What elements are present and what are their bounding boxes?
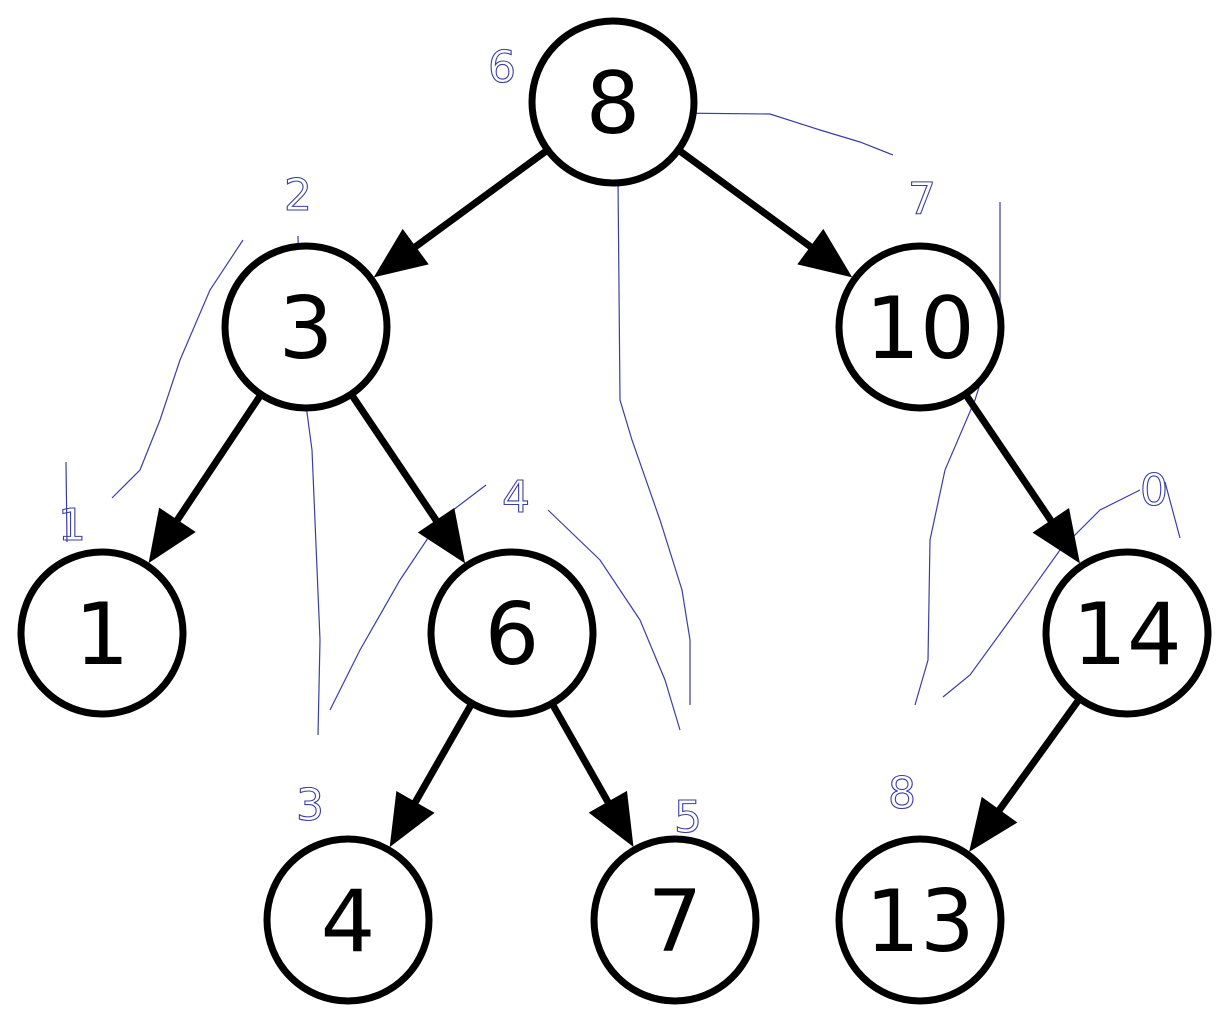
tree-node-7: 7	[590, 835, 760, 1005]
sketch-stroke	[605, 119, 691, 705]
node-label: 13	[865, 872, 974, 972]
node-label: 4	[321, 872, 376, 972]
node-label: 1	[75, 585, 130, 685]
arrowhead	[588, 790, 634, 847]
sketch-stroke	[111, 239, 244, 499]
sketch-number: 1	[58, 500, 86, 551]
arrowhead	[797, 228, 853, 278]
sketch-stroke	[65, 461, 68, 543]
node-circle	[835, 835, 1005, 1005]
edge-n6-n4	[389, 701, 475, 848]
sketch-number: 2	[284, 170, 312, 221]
tree-node-14: 14	[1042, 548, 1212, 718]
arrowhead	[969, 796, 1018, 852]
sketch-number: 4	[502, 472, 530, 523]
node-label: 14	[1072, 585, 1181, 685]
node-circle	[1042, 548, 1212, 718]
node-circle	[528, 17, 698, 187]
edge-line	[676, 147, 816, 252]
tree-node-3: 3	[221, 242, 391, 412]
arrowhead	[417, 507, 466, 564]
tree-node-1: 1	[17, 548, 187, 718]
arrowhead	[148, 507, 196, 564]
tree-node-4: 4	[263, 835, 433, 1005]
sketch-stroke	[667, 112, 894, 156]
edge-n8-n10	[676, 147, 853, 278]
node-circle	[590, 835, 760, 1005]
node-circle	[17, 548, 187, 718]
tree-node-10: 10	[835, 242, 1005, 412]
edge-n6-n7	[548, 701, 634, 847]
edge-line	[410, 147, 550, 252]
edge-line	[348, 392, 442, 526]
tree-node-13: 13	[835, 835, 1005, 1005]
edge-line	[410, 701, 475, 808]
sketch-stroke	[329, 484, 487, 711]
tree-node-6: 6	[427, 548, 597, 718]
edge-n3-n6	[348, 392, 466, 564]
edge-line	[994, 696, 1083, 815]
arrowhead	[373, 228, 429, 278]
node-label: 3	[279, 279, 334, 379]
node-circle	[835, 242, 1005, 412]
node-label: 6	[485, 585, 540, 685]
node-circle	[427, 548, 597, 718]
sketch-number: 5	[674, 792, 702, 843]
node-label: 8	[586, 54, 641, 154]
node-label: 7	[648, 872, 703, 972]
sketch-stroke	[1164, 481, 1181, 539]
arrowhead	[1032, 508, 1080, 564]
edge-line	[962, 392, 1056, 526]
sketch-number: 6	[488, 42, 516, 93]
sketch-number: 7	[908, 174, 936, 225]
sketch-stroke	[547, 509, 681, 731]
sketch-number: 8	[888, 768, 916, 819]
sketch-number: 3	[296, 780, 324, 831]
edge-n8-n3	[373, 147, 550, 278]
node-label: 10	[865, 279, 974, 379]
edge-n14-n13	[969, 696, 1083, 852]
tree-node-8: 8	[528, 17, 698, 187]
edge-n10-n14	[962, 392, 1080, 564]
sketch-number: 0	[1140, 465, 1168, 516]
node-circle	[263, 835, 433, 1005]
edge-line	[548, 701, 613, 807]
handwritten-sketch-overlay: 6 2 7 4 0 3 5 8 1	[57, 41, 1181, 844]
edge-n3-n1	[148, 392, 264, 564]
edge-line	[172, 392, 264, 526]
tree-edges	[148, 147, 1083, 852]
node-circle	[221, 242, 391, 412]
sketch-stroke	[942, 489, 1141, 698]
arrowhead	[389, 791, 435, 848]
